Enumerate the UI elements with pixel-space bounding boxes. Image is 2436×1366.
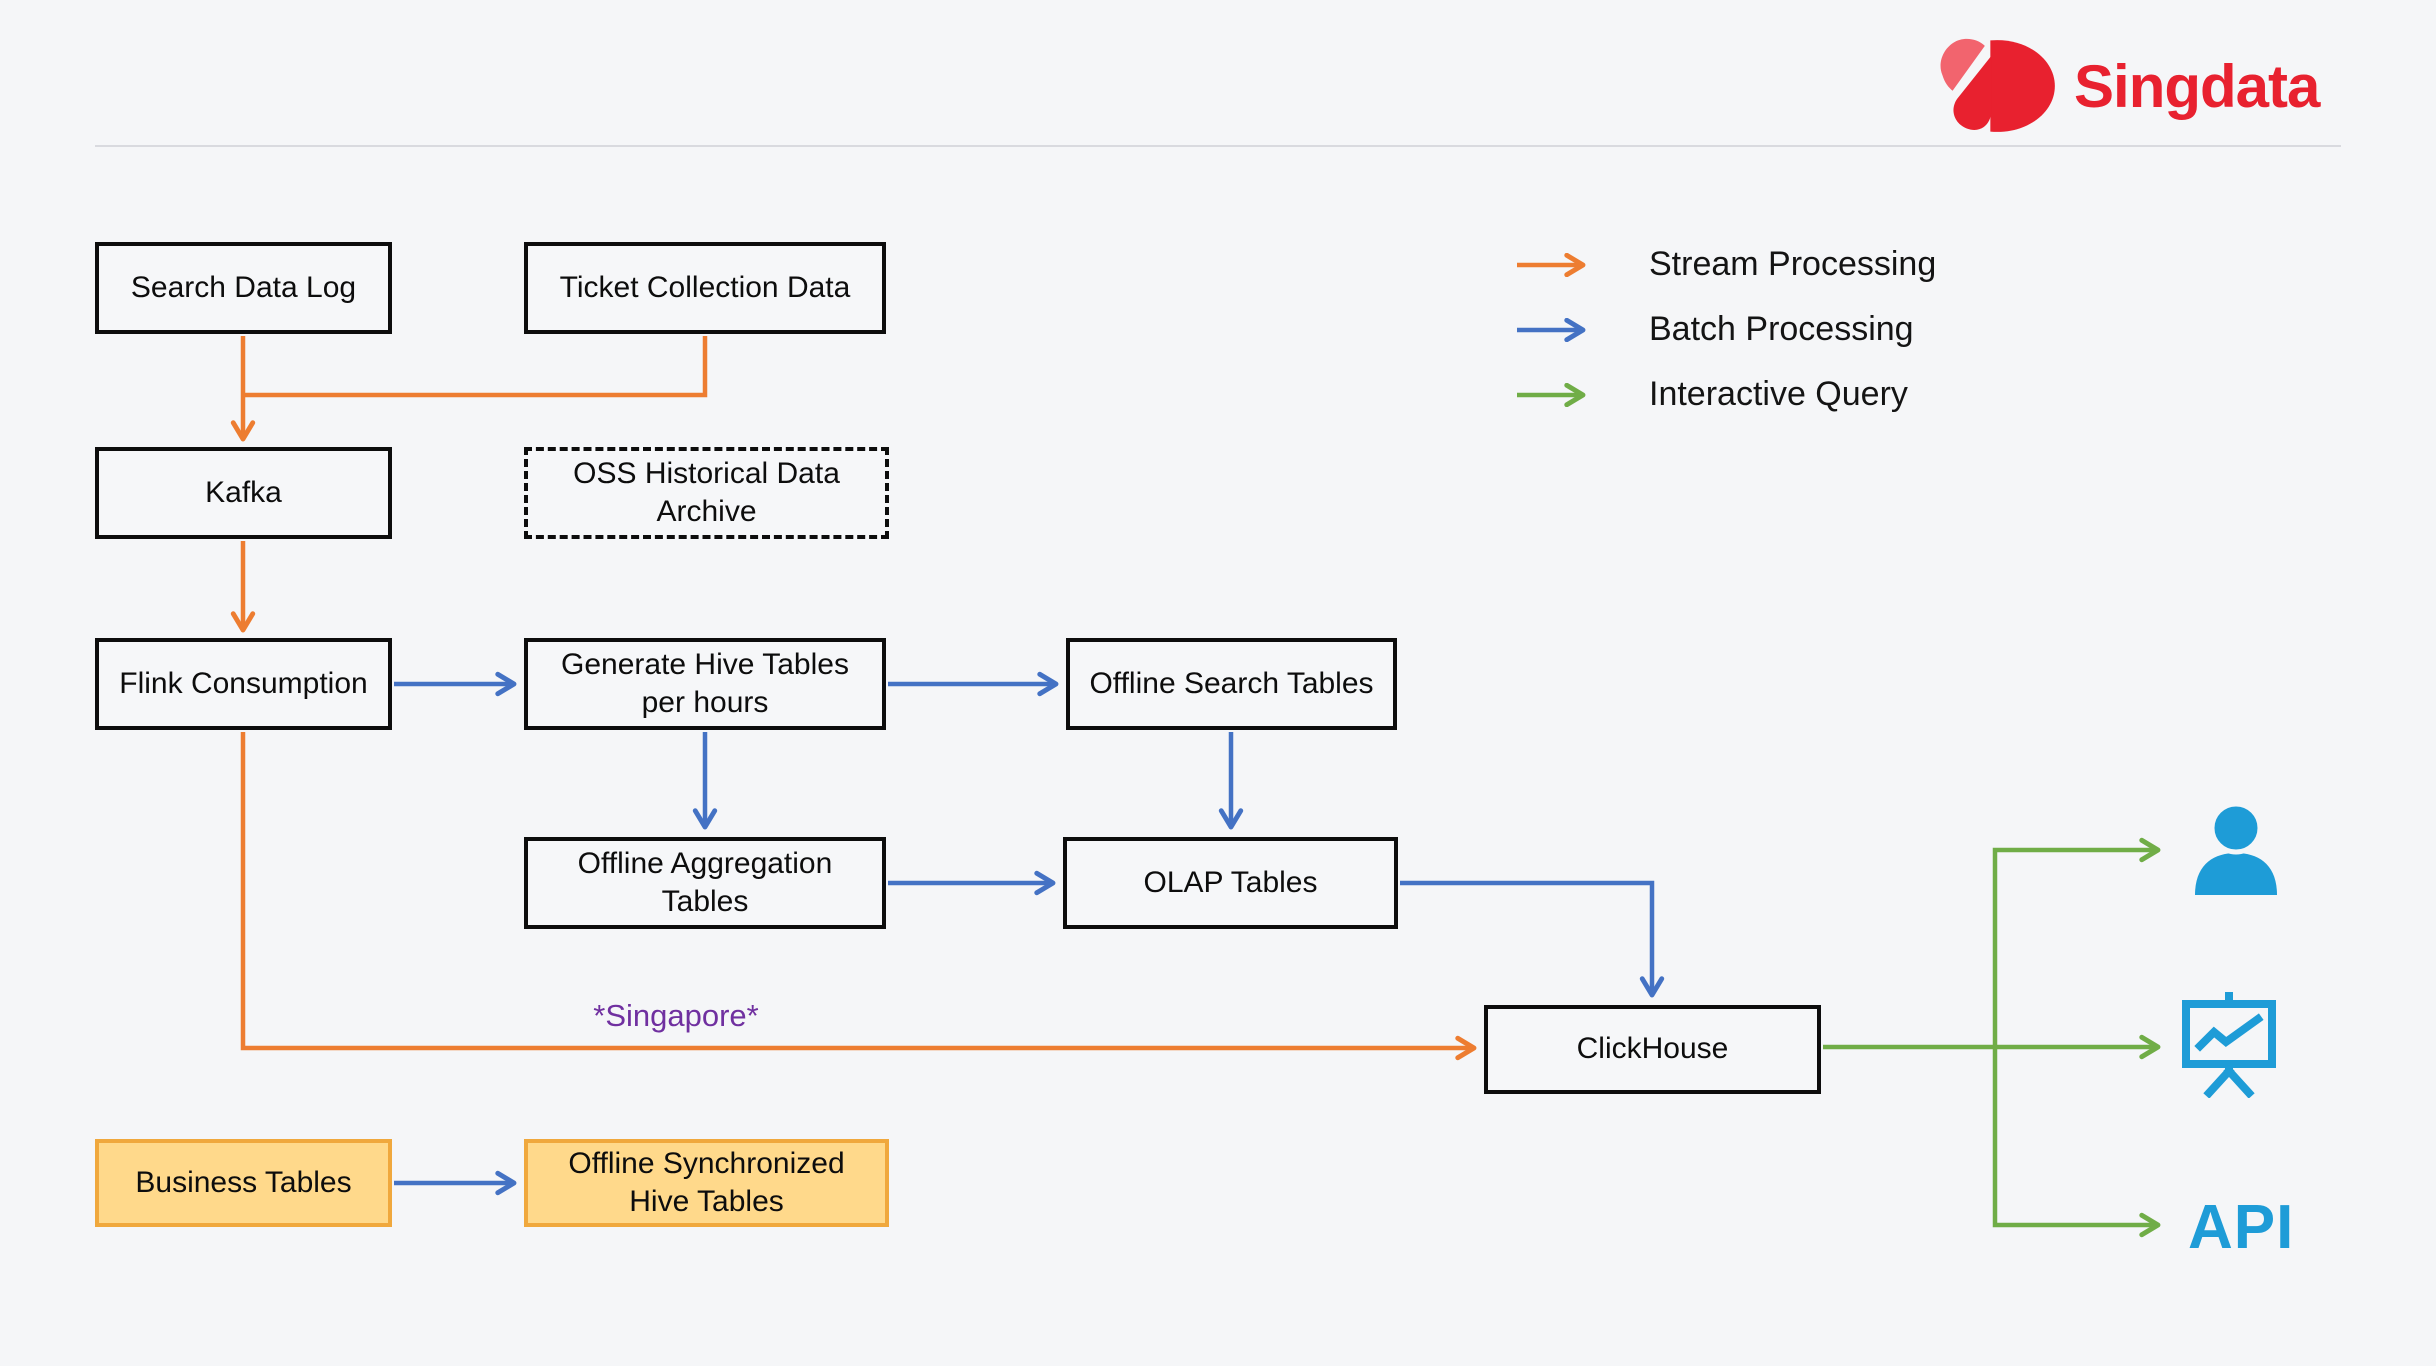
flow-flink-to-clickhouse (240, 732, 1477, 1061)
singapore-annotation: *Singapore* (593, 998, 759, 1033)
orange-arrow-icon (1517, 252, 1586, 277)
legend-item-stream: Stream Processing (1515, 243, 1936, 286)
flow-olap-to-clickhouse (1400, 880, 1665, 998)
node-clickhouse: ClickHouse (1484, 1005, 1821, 1094)
node-flink-consumption: Flink Consumption (95, 638, 392, 730)
node-business-tables: Business Tables (95, 1139, 392, 1227)
flow-clickhouse-to-user (1992, 837, 2161, 1047)
node-olap-tables: OLAP Tables (1063, 837, 1398, 929)
legend-item-interactive: Interactive Query (1515, 373, 1936, 416)
brand-wordmark: Singdata (2074, 52, 2320, 120)
node-offline-synchronized-hive-tables: Offline Synchronized Hive Tables (524, 1139, 889, 1227)
node-ticket-collection-data: Ticket Collection Data (524, 242, 886, 334)
brand-logo: Singdata (1940, 38, 2320, 134)
node-offline-search-tables: Offline Search Tables (1066, 638, 1397, 730)
user-icon (2188, 801, 2284, 903)
node-oss-historical-data-archive: OSS Historical Data Archive (524, 447, 889, 539)
green-arrow-icon (1517, 382, 1586, 407)
node-search-data-log: Search Data Log (95, 242, 392, 334)
node-kafka: Kafka (95, 447, 392, 539)
node-offline-aggregation-tables: Offline Aggregation Tables (524, 837, 886, 929)
blue-arrow-icon (1517, 317, 1586, 342)
legend-label: Stream Processing (1649, 245, 1937, 283)
api-label: API (2188, 1193, 2295, 1262)
presentation-chart-icon (2176, 990, 2282, 1103)
legend-label: Batch Processing (1649, 310, 1914, 348)
singdata-sd-mark-icon (1940, 38, 2055, 132)
node-generate-hive-tables: Generate Hive Tables per hours (524, 638, 886, 730)
legend: Stream Processing Batch Processing Inter… (1515, 243, 1936, 416)
legend-label: Interactive Query (1649, 375, 1908, 413)
header-divider (95, 145, 2341, 147)
flow-ticket-to-kafka-junction (243, 336, 708, 398)
flow-clickhouse-to-api (1992, 1047, 2161, 1238)
legend-item-batch: Batch Processing (1515, 308, 1936, 351)
